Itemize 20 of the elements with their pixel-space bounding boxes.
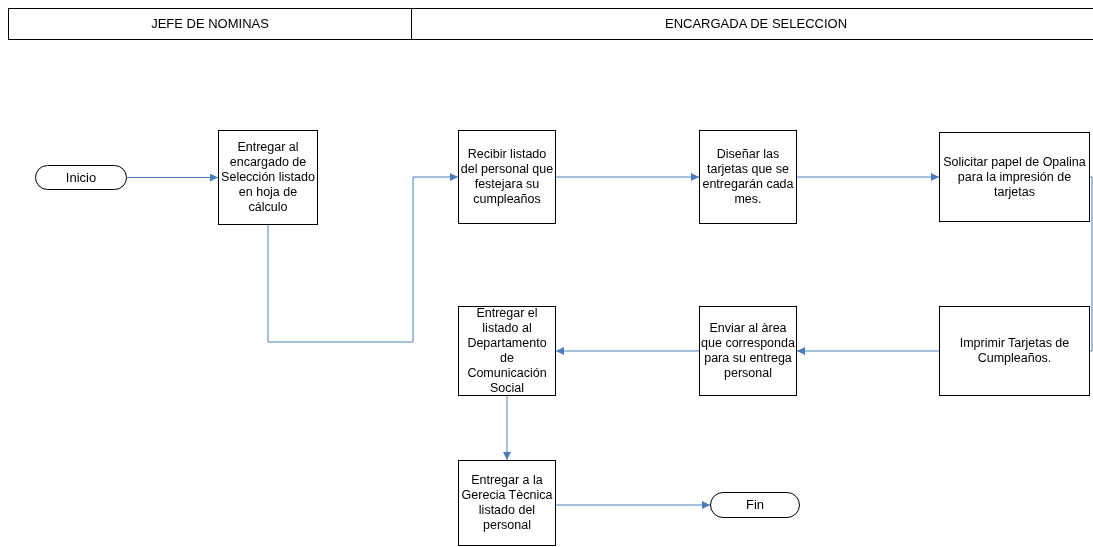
- arrow: [555, 173, 700, 181]
- process-box: Solicitar papel de Opalina para la impresión de tarjetas: [939, 132, 1090, 222]
- process-box: Recibir listado del personal que festejara su cumpleaños: [458, 130, 556, 224]
- process-box: Diseñar las tarjetas que se entregarán cada mes.: [699, 130, 797, 224]
- lane-header: ENCARGADA DE SELECCION: [411, 8, 1093, 40]
- arrow: [126, 173, 219, 182]
- process-box: Entregar el listado al Departamento de Comunicación Social: [458, 306, 556, 396]
- process-box: Entregar a la Gerecia Tècnica listado del personal: [458, 460, 556, 546]
- arrow: [555, 501, 711, 509]
- terminator: Fin: [710, 492, 800, 518]
- process-box: Entregar al encargado de Selección listado en hoja de cálculo: [218, 130, 318, 225]
- arrow: [796, 173, 940, 181]
- process-box: Enviar al àrea que corresponda para su entrega personal: [699, 306, 797, 396]
- terminator: Inicio: [35, 165, 127, 190]
- lane-header: JEFE DE NOMINAS: [8, 8, 412, 40]
- arrow: [796, 347, 940, 355]
- process-box: Imprimir Tarjetas de Cumpleaños.: [939, 306, 1090, 396]
- arrow: [555, 347, 700, 355]
- arrow: [267, 173, 459, 343]
- arrow: [503, 395, 511, 461]
